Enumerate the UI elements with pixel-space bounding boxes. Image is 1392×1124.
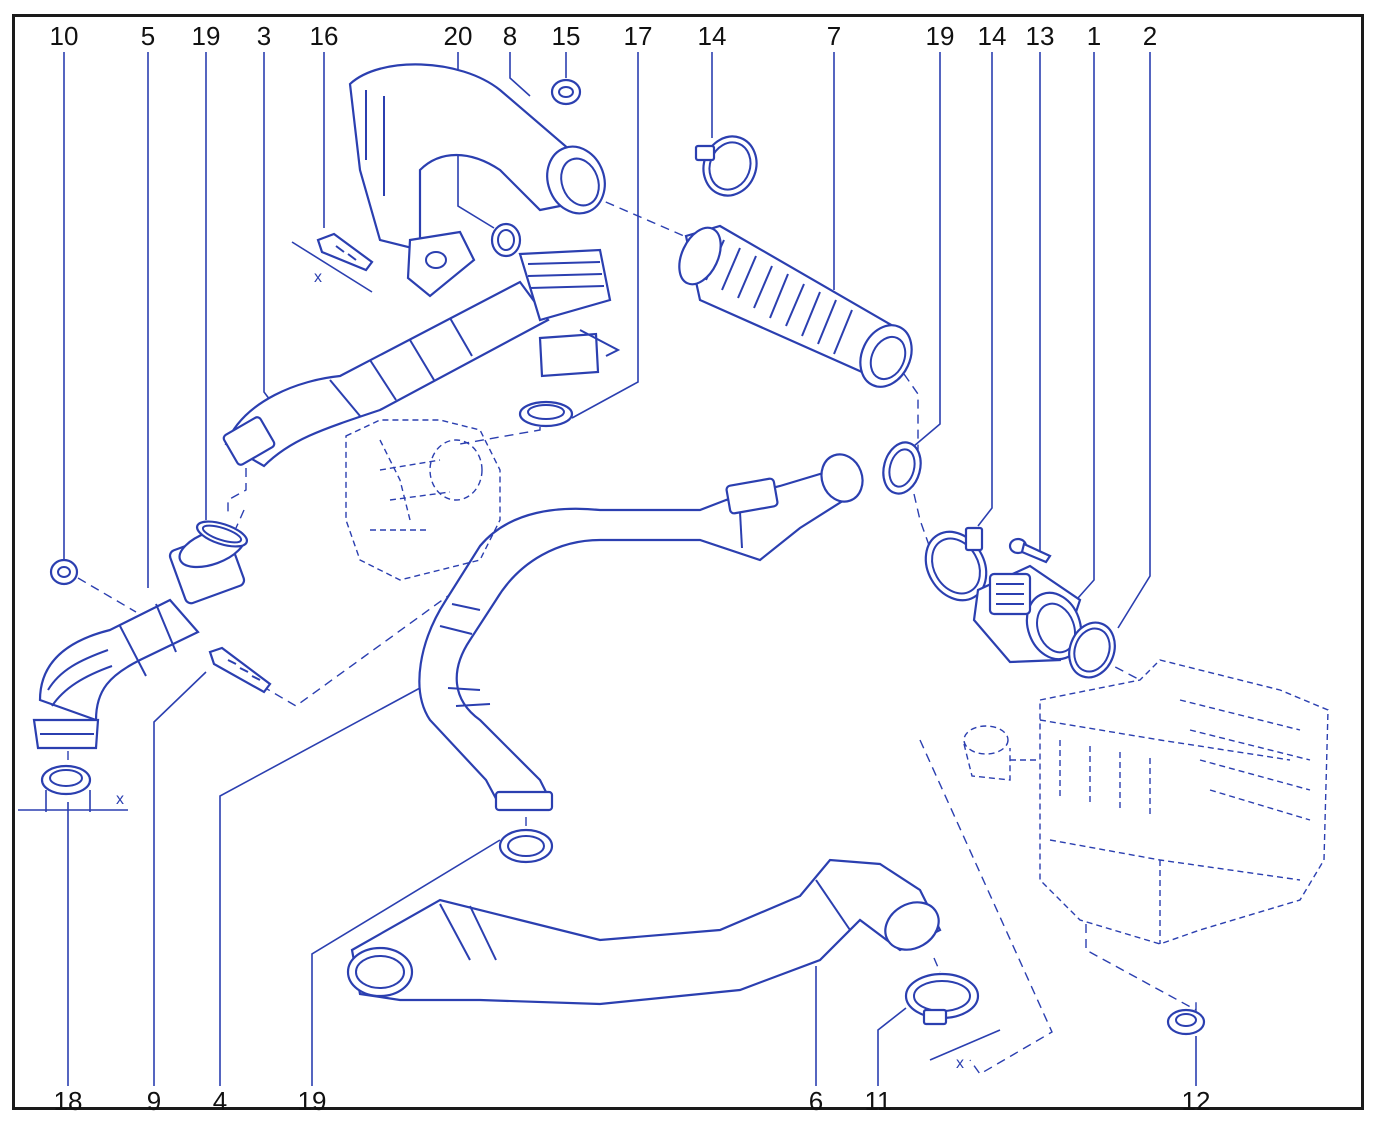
callout-bottom-3: 19 bbox=[298, 1086, 327, 1116]
leader-17 bbox=[571, 52, 639, 419]
leader-8 bbox=[509, 52, 531, 97]
callout-top-1: 5 bbox=[141, 21, 155, 51]
callout-top-6: 8 bbox=[503, 21, 517, 51]
part-9-stud-bolt bbox=[208, 646, 272, 694]
callout-top-5: 20 bbox=[444, 21, 473, 51]
leader-14-right bbox=[977, 52, 993, 527]
callout-top-15: 2 bbox=[1143, 21, 1157, 51]
part-18-seal: x bbox=[18, 764, 128, 812]
callout-top-14: 1 bbox=[1087, 21, 1101, 51]
part-3-intake-pipe bbox=[222, 248, 621, 468]
callout-bottom-1: 9 bbox=[147, 1086, 161, 1116]
part-7-corrugated-hose bbox=[678, 224, 913, 388]
part-10-nut bbox=[49, 558, 79, 586]
part-12-grommet bbox=[1166, 1008, 1206, 1036]
callout-top-8: 17 bbox=[624, 21, 653, 51]
part-14-clamp-top bbox=[694, 135, 758, 197]
part-6-lower-duct bbox=[346, 858, 942, 1006]
callout-top-9: 14 bbox=[698, 21, 727, 51]
callouts-top: 10 5 19 3 16 20 8 15 17 14 7 19 14 13 1 … bbox=[50, 21, 1158, 51]
part-1-air-mass-meter bbox=[972, 564, 1083, 664]
part-2-oring bbox=[1068, 621, 1116, 679]
leader-9 bbox=[153, 671, 207, 1086]
part-20-oring bbox=[490, 222, 522, 258]
dimension-x-bottom: x bbox=[956, 1055, 964, 1072]
callout-bottom-5: 11 bbox=[865, 1086, 892, 1116]
part-19-oring-right bbox=[882, 441, 922, 495]
part-14-clamp-right bbox=[924, 526, 988, 602]
callout-top-0: 10 bbox=[50, 21, 79, 51]
leader-19-bottom bbox=[311, 839, 501, 1086]
callout-bottom-2: 4 bbox=[213, 1086, 227, 1116]
dimension-x-left: x bbox=[116, 791, 124, 808]
part-19-seal-bottom bbox=[498, 828, 554, 864]
part-4-charge-pipe bbox=[418, 453, 864, 812]
part-11-clamp: x bbox=[904, 972, 1001, 1072]
part-13-screw bbox=[1008, 537, 1052, 564]
callout-top-10: 7 bbox=[827, 21, 841, 51]
leader-lines bbox=[63, 52, 1197, 1086]
part-17-seal bbox=[518, 400, 574, 428]
part-5-elbow-hose bbox=[32, 527, 246, 750]
callout-bottom-6: 12 bbox=[1182, 1086, 1211, 1116]
callout-top-13: 13 bbox=[1026, 21, 1055, 51]
callout-top-4: 16 bbox=[310, 21, 339, 51]
part-16-bolt: x bbox=[291, 232, 374, 293]
dimension-x-top: x bbox=[314, 269, 322, 286]
part-8-upper-duct bbox=[348, 63, 606, 298]
leader-19-right bbox=[913, 52, 941, 447]
callout-top-7: 15 bbox=[552, 21, 581, 51]
leader-4 bbox=[219, 687, 421, 1086]
ghost-air-filter-housing bbox=[963, 659, 1329, 945]
callout-top-11: 19 bbox=[926, 21, 955, 51]
callout-top-12: 14 bbox=[978, 21, 1007, 51]
part-19-oring-left bbox=[195, 520, 249, 548]
callouts-bottom: 18 9 4 19 6 11 12 bbox=[54, 1086, 1211, 1116]
ghost-engine-block bbox=[345, 419, 501, 581]
leader-1 bbox=[1077, 52, 1095, 599]
callout-top-2: 19 bbox=[192, 21, 221, 51]
callout-top-3: 3 bbox=[257, 21, 271, 51]
diagram-frame bbox=[12, 14, 1364, 1110]
callout-bottom-4: 6 bbox=[809, 1086, 823, 1116]
leader-2 bbox=[1117, 52, 1151, 629]
callout-bottom-0: 18 bbox=[54, 1086, 83, 1116]
leader-3 bbox=[263, 52, 271, 401]
leader-11 bbox=[877, 1007, 907, 1086]
part-15-nut bbox=[550, 78, 582, 106]
